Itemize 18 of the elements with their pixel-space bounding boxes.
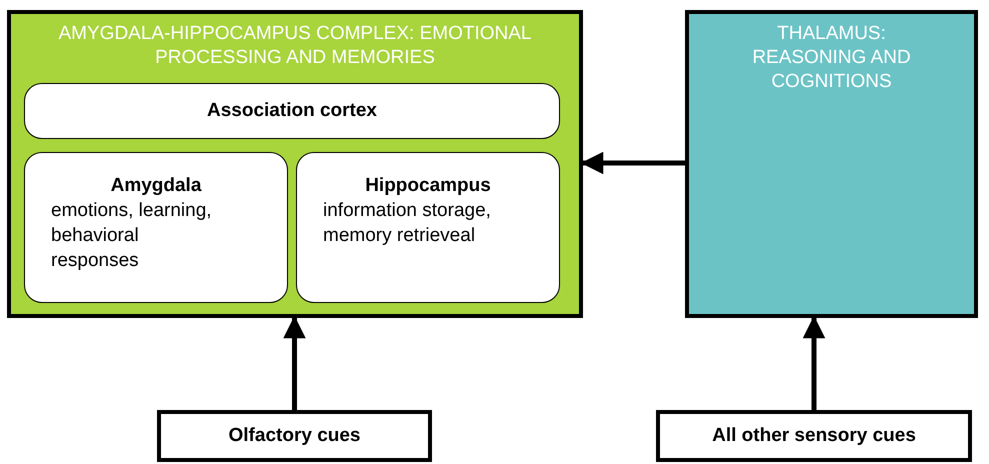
input-box [656, 410, 972, 462]
region-heading: AMYGDALA-HIPPOCAMPUS COMPLEX: EMOTIONAL PROCESSING AND MEMORIES [58, 22, 532, 70]
box-title: All other sensory cues [712, 424, 916, 448]
rounded-box [296, 152, 560, 303]
box-title: Amygdala [110, 174, 202, 198]
box-title: Olfactory cues [228, 424, 360, 448]
box-description: information storage, memory retrieveal [323, 199, 492, 248]
box-description: emotions, learning, behavioral responses [51, 199, 213, 273]
input-box [157, 410, 432, 462]
rounded-box [24, 83, 560, 139]
region-heading: THALAMUS: REASONING AND COGNITIONS [751, 22, 912, 94]
box-title: Association cortex [207, 98, 377, 123]
arrow [802, 316, 826, 410]
arrow [283, 316, 306, 410]
region-box [685, 10, 978, 318]
rounded-box [24, 152, 288, 303]
box-title: Hippocampus [364, 174, 492, 198]
region-box [7, 10, 583, 318]
